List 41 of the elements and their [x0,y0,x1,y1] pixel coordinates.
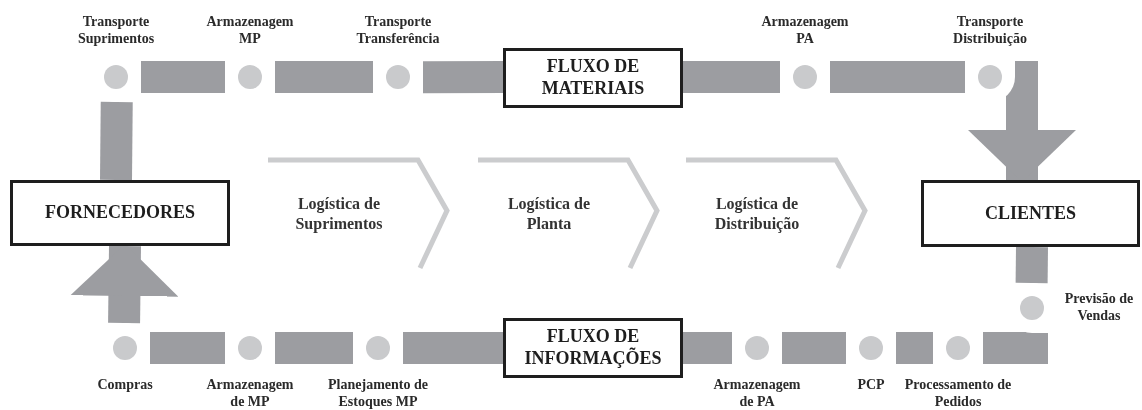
flow-band [141,61,225,93]
chevron-stage [686,158,868,270]
box-title: FLUXO DE MATERIAIS [540,56,646,100]
station-label: Transporte Distribuição [952,14,1028,48]
station-label: Transporte Suprimentos [76,14,156,48]
flow-arrow [70,244,179,324]
box-title: FLUXO DE INFORMAÇÕES [523,326,663,370]
station-label: Planejamento de Estoques MP [327,377,429,410]
station-label: Armazenagem de MP [205,377,295,410]
stage-label: Logística de Distribuição [713,194,801,234]
flow-band [830,61,965,93]
station-label: Compras [96,377,154,394]
flow-band [896,332,933,364]
flow-band [422,61,503,94]
flow-band [275,61,373,93]
chevron-stage [268,158,450,270]
station-label: Previsão de Vendas [1063,291,1135,325]
station-label: Transporte Transferência [355,14,441,48]
station-label: PCP [856,377,886,394]
flow-arrow [968,61,1076,182]
flow-band [403,332,503,364]
box-title: FORNECEDORES [45,202,195,224]
box-title: CLIENTES [984,202,1076,225]
stage-label: Logística de Suprimentos [294,194,384,234]
flow-band [782,332,846,364]
station-label: Processamento de Pedidos [903,377,1013,410]
flow-band [1015,246,1048,284]
flow-band [683,61,781,94]
entity-box [503,318,683,378]
entity-box [921,180,1140,247]
chevron-stage [478,158,660,270]
station-label: Armazenagem MP [205,14,295,48]
entity-box [10,180,230,246]
station-label: Armazenagem de PA [712,377,802,410]
flow-band [275,332,353,364]
flow-band [150,332,225,364]
station-label: Armazenagem PA [760,14,850,48]
entity-box [503,48,683,108]
flow-band [683,332,732,364]
stage-label: Logística de Planta [506,194,592,234]
flow-band [100,101,133,181]
